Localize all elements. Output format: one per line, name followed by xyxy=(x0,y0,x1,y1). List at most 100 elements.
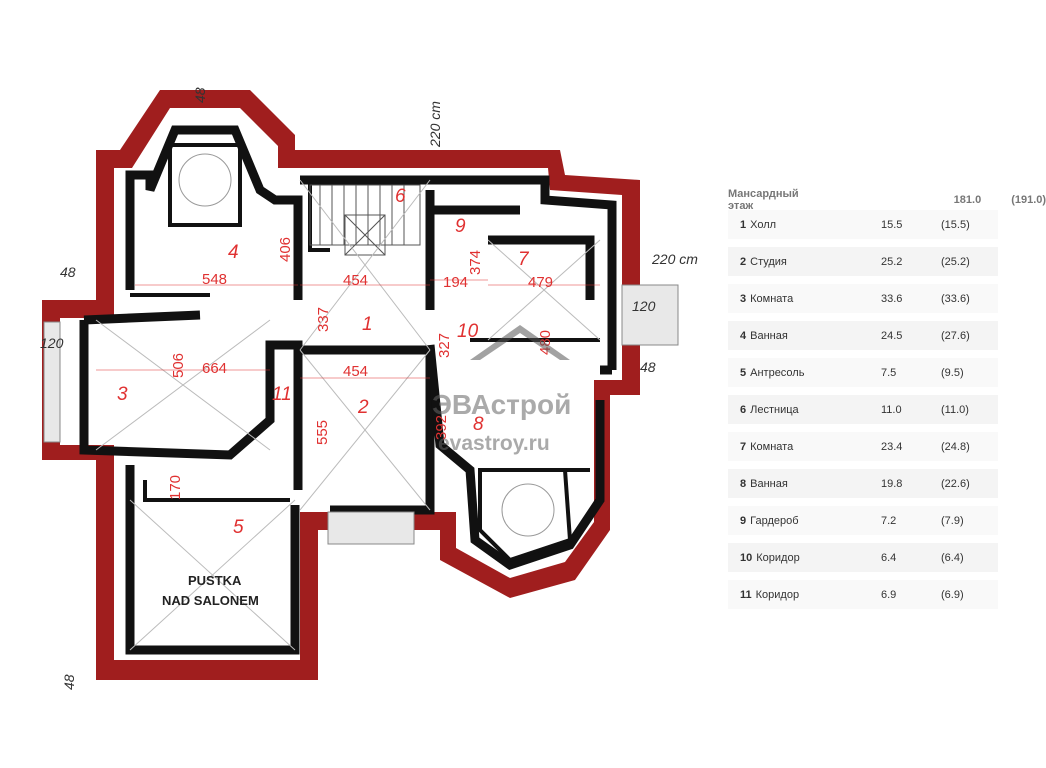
room-area: 19.8 xyxy=(881,477,903,490)
outer-dim-bottom-48: 48 xyxy=(61,674,77,690)
dim-664: 664 xyxy=(202,360,227,377)
floor-plan: 1 2 3 4 5 6 7 8 9 10 11 548 406 454 337 … xyxy=(40,87,698,690)
room-number-9: 9 xyxy=(455,216,466,237)
room-num: 5 xyxy=(740,366,747,379)
total-area-alt: (191.0) xyxy=(1011,194,1046,206)
room-num: 11 xyxy=(740,588,752,601)
room-area-alt: (6.4) xyxy=(941,551,964,564)
balcony-bottom xyxy=(327,511,415,545)
room-name: Ванная xyxy=(750,329,788,342)
dim-170: 170 xyxy=(167,475,184,500)
table-title: Мансардный этаж xyxy=(728,188,799,212)
room-num: 9 xyxy=(740,514,747,527)
dim-lines xyxy=(96,279,600,379)
inner-walls xyxy=(130,143,600,563)
room-number-10: 10 xyxy=(457,321,479,342)
room-number-5: 5 xyxy=(233,517,244,538)
room-area-alt: (22.6) xyxy=(941,477,970,490)
outer-dim-left-120: 120 xyxy=(40,335,64,351)
room-name: Студия xyxy=(750,255,787,268)
outer-dim-right-48: 48 xyxy=(640,359,656,375)
dim-406: 406 xyxy=(277,237,294,262)
watermark-brand: ЭВАстрой xyxy=(432,389,571,420)
watermark: ЭВАстрой evastroy.ru xyxy=(432,325,571,455)
room-area: 25.2 xyxy=(881,255,903,268)
room-name: Антресоль xyxy=(750,366,805,379)
room-area: 7.5 xyxy=(881,366,897,379)
room-number-11: 11 xyxy=(272,384,292,405)
dim-548: 548 xyxy=(202,271,227,288)
dim-454-top: 454 xyxy=(343,272,368,289)
outer-dim-right-120: 120 xyxy=(632,298,656,314)
room-number-8: 8 xyxy=(473,414,484,435)
room-area: 6.4 xyxy=(881,551,897,564)
dim-392: 392 xyxy=(433,415,450,440)
dim-194: 194 xyxy=(443,274,468,291)
dim-327: 327 xyxy=(436,333,453,358)
balcony-left xyxy=(43,321,61,443)
room-area-alt: (6.9) xyxy=(941,588,964,601)
outer-dim-top-220cm: 220 cm xyxy=(427,101,443,148)
outer-dim-left-48: 48 xyxy=(60,264,76,280)
room-number-6: 6 xyxy=(395,186,406,207)
room-area-alt: (27.6) xyxy=(941,329,970,342)
room-area-alt: (24.8) xyxy=(941,440,970,453)
room-num: 6 xyxy=(740,403,747,416)
dim-479: 479 xyxy=(528,274,553,291)
room-num: 8 xyxy=(740,477,747,490)
room-area: 7.2 xyxy=(881,514,897,527)
room-name: Коридор xyxy=(755,588,800,601)
dim-506: 506 xyxy=(170,353,187,378)
room-num: 2 xyxy=(740,255,747,268)
room-number-4: 4 xyxy=(228,242,239,263)
room-area-alt: (25.2) xyxy=(941,255,970,268)
bay-window-top xyxy=(178,153,232,207)
dim-454-mid: 454 xyxy=(343,363,368,380)
void-label-line1: PUSTKA xyxy=(188,573,242,588)
room-area: 15.5 xyxy=(881,218,903,231)
room-num: 1 xyxy=(740,218,747,231)
room-num: 4 xyxy=(740,329,747,342)
room-name: Холл xyxy=(750,218,777,231)
room-area: 24.5 xyxy=(881,329,903,342)
room-name: Ванная xyxy=(750,477,788,490)
watermark-url: evastroy.ru xyxy=(438,432,550,455)
room-area-alt: (7.9) xyxy=(941,514,964,527)
room-number-3: 3 xyxy=(117,384,128,405)
house-logo-icon xyxy=(470,325,570,360)
total-area: 181.0 xyxy=(953,194,982,206)
room-area: 33.6 xyxy=(881,292,903,305)
roof-ridges xyxy=(95,179,601,651)
room-area: 11.0 xyxy=(881,403,902,416)
outer-dim-top-48: 48 xyxy=(192,87,208,103)
dim-337: 337 xyxy=(315,307,332,332)
room-number-2: 2 xyxy=(357,397,369,418)
room-area: 23.4 xyxy=(881,440,903,453)
room-area-alt: (15.5) xyxy=(941,218,970,231)
walls xyxy=(79,125,617,655)
room-name: Лестница xyxy=(750,403,799,416)
room-name: Комната xyxy=(750,292,794,305)
room-num: 7 xyxy=(740,440,747,453)
